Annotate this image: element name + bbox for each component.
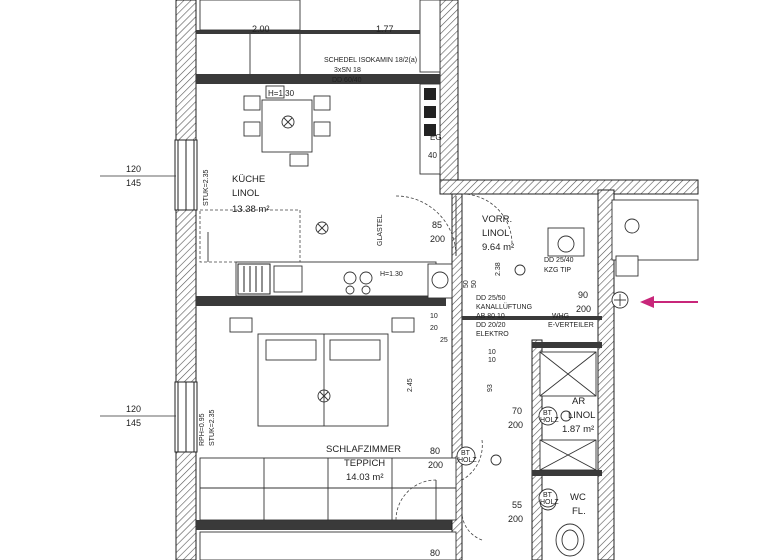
ar-name: AR <box>572 396 585 407</box>
svg-text:HOLZ: HOLZ <box>540 499 559 506</box>
svg-text:HOLZ: HOLZ <box>458 457 477 464</box>
dim-6: 2.45 <box>407 378 414 392</box>
cabinet-label: EG <box>430 133 442 142</box>
bedroom-window-a: 120 <box>126 404 141 414</box>
bedroom-area: 14.03 m² <box>346 472 384 483</box>
entry-door-w: 90 <box>578 290 588 300</box>
note-dd-g: ELEKTRO <box>476 331 509 338</box>
vorraum-door-b: 200 <box>430 234 445 244</box>
vorraum-area: 9.64 m² <box>482 242 514 253</box>
note-dd-f: DD 20/20 <box>476 322 506 329</box>
kitchen-window-note: STUK=2.35 <box>203 170 210 206</box>
counter-label: 40 <box>428 151 437 160</box>
bedroom-window-b: 145 <box>126 418 141 428</box>
ar-floor: LINOL <box>568 410 595 421</box>
schedel-note-1: SCHEDEL ISOKAMIN 18/2(a) <box>324 57 417 64</box>
hood-note: H=1.30 <box>268 89 295 98</box>
dim-8: 50 <box>463 280 470 288</box>
utility-fixtures <box>539 199 699 557</box>
note-dd-c: DD 25/50 <box>476 295 506 302</box>
bedroom-furniture <box>199 317 457 560</box>
svg-text:HOLZ: HOLZ <box>540 417 559 424</box>
note-dd-b: KZG TIP <box>544 267 571 274</box>
bottom-door-w: 80 <box>430 548 440 558</box>
kitchen-name: KÜCHE <box>232 174 265 185</box>
ar-area: 1.87 m² <box>562 424 594 435</box>
ar-door-w: 70 <box>512 406 522 416</box>
dimension-labels: 2.00 1.77 SCHEDEL ISOKAMIN 18/2(a) 3xSN … <box>100 24 595 558</box>
vorraum-door-a: 85 <box>432 220 442 230</box>
exterior-walls <box>174 0 699 560</box>
kitchen-furniture <box>199 0 453 299</box>
bedroom-name: SCHLAFZIMMER <box>326 444 401 455</box>
stove-label: H=1.30 <box>380 271 403 278</box>
bedroom-window-note-b: STUK=2.35 <box>209 410 216 446</box>
bt-tag-1: BT HOLZ <box>456 446 477 466</box>
ar-door-h: 200 <box>508 420 523 430</box>
dim-4: 10 <box>488 349 496 356</box>
wc-door-w: 55 <box>512 500 522 510</box>
kitchen-window-b: 145 <box>126 178 141 188</box>
bt-tag-3: BT HOLZ <box>538 488 559 508</box>
wc-name: WC <box>570 492 586 503</box>
door-swings <box>395 193 513 541</box>
top-width-b: 1.77 <box>376 24 394 34</box>
pointer-arrow <box>640 296 698 308</box>
bedroom-door-h: 200 <box>428 460 443 470</box>
dim-7: 93 <box>487 384 494 392</box>
bedroom-floor: TEPPICH <box>344 458 385 469</box>
dim-2: 20 <box>430 325 438 332</box>
svg-text:BT: BT <box>543 410 553 417</box>
bedroom-door-w: 80 <box>430 446 440 456</box>
wc-floor: FL. <box>572 506 586 517</box>
entry-door-h: 200 <box>576 304 591 314</box>
schedel-note-3: DD 60/40 <box>332 77 362 84</box>
note-dd-a: DD 25/40 <box>544 257 574 264</box>
glass-label: GLASTEL <box>377 214 384 246</box>
vorraum-floor: LINOL <box>482 228 509 239</box>
bedroom-window-note-a: RPH=0.95 <box>199 413 206 446</box>
dim-9: 50 <box>471 280 478 288</box>
wc-door-h: 200 <box>508 514 523 524</box>
light-symbols <box>281 115 572 466</box>
note-dd-d: KANALLÜFTUNG <box>476 303 532 311</box>
kitchen-floor: LINOL <box>232 188 259 199</box>
schedel-note-2: 3xSN 18 <box>334 67 361 74</box>
vorraum-dim: 2.38 <box>495 262 502 276</box>
svg-text:BT: BT <box>543 492 553 499</box>
note-dd-e: AB 80 10 <box>476 313 505 320</box>
dim-5: 10 <box>488 357 496 364</box>
top-width-a: 2.00 <box>252 24 270 34</box>
svg-text:BT: BT <box>461 450 471 457</box>
note-e-verteiler: E-VERTEILER <box>548 322 594 329</box>
kitchen-window-a: 120 <box>126 164 141 174</box>
note-whg: WHG <box>552 313 569 320</box>
dim-1: 10 <box>430 313 438 320</box>
kitchen-area: 13.38 m² <box>232 204 270 215</box>
bt-tag-2: BT HOLZ <box>538 406 559 426</box>
dim-3: 25 <box>440 337 448 344</box>
vorraum-name: VORR. <box>482 214 512 225</box>
